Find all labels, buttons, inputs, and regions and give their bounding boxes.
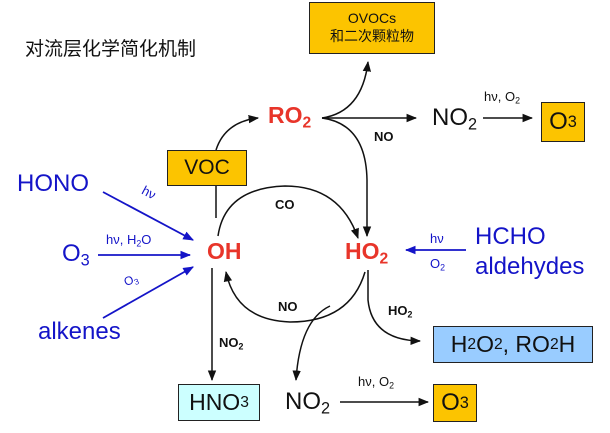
ovocs-label: OVOCs — [347, 10, 397, 26]
arrow-ho2-to-oh-no — [223, 270, 366, 323]
no2-top: NO2 — [432, 104, 478, 134]
voc-box: VOC — [167, 150, 247, 186]
ro2-radical: RO2 — [268, 102, 312, 132]
arrow-ho2-to-peroxides — [367, 270, 422, 345]
no-label-cycle: NO — [278, 299, 298, 314]
oh-radical: OH — [207, 238, 242, 264]
o3-source: O3 — [62, 240, 90, 270]
o2-label-hcho: O2 — [430, 256, 446, 273]
aldehydes-source: aldehydes — [475, 253, 585, 280]
ho2-radical: HO2 — [345, 238, 389, 268]
no2-label-hno3: NO2 — [219, 335, 244, 352]
no2-bottom: NO2 — [285, 388, 331, 418]
arrow-ro2-to-ho2 — [321, 117, 372, 238]
arrow-no-to-no2-bottom — [292, 305, 331, 382]
arrow-voc-to-ro2 — [215, 114, 260, 151]
arrow-hono-to-oh — [102, 191, 194, 241]
hv-h2o-label: hν, H2O — [106, 232, 152, 249]
hv-o2-label-bottom: hν, O2 — [358, 374, 394, 391]
arrow-ro2-to-ovocs — [321, 60, 372, 119]
hcho-source: HCHO — [475, 223, 546, 250]
arrow-alkenes-to-oh — [102, 266, 194, 319]
no-label-ro2: NO — [374, 129, 394, 144]
alkenes-source: alkenes — [38, 318, 121, 345]
hono-source: HONO — [17, 170, 89, 197]
diagram-title: 对流层化学简化机制 — [25, 38, 197, 60]
secondary-particles-label: 和二次颗粒物 — [330, 29, 414, 45]
hv-label-hcho: hν — [430, 231, 444, 246]
hv-o2-label-top: hν, O2 — [484, 89, 520, 106]
arrow-oh-to-ho2-co — [217, 185, 359, 239]
ovocs-box: OVOCs 和二次颗粒物 — [309, 2, 435, 54]
ho2-label-peroxide: HO2 — [388, 303, 413, 320]
co-label: CO — [275, 197, 295, 212]
